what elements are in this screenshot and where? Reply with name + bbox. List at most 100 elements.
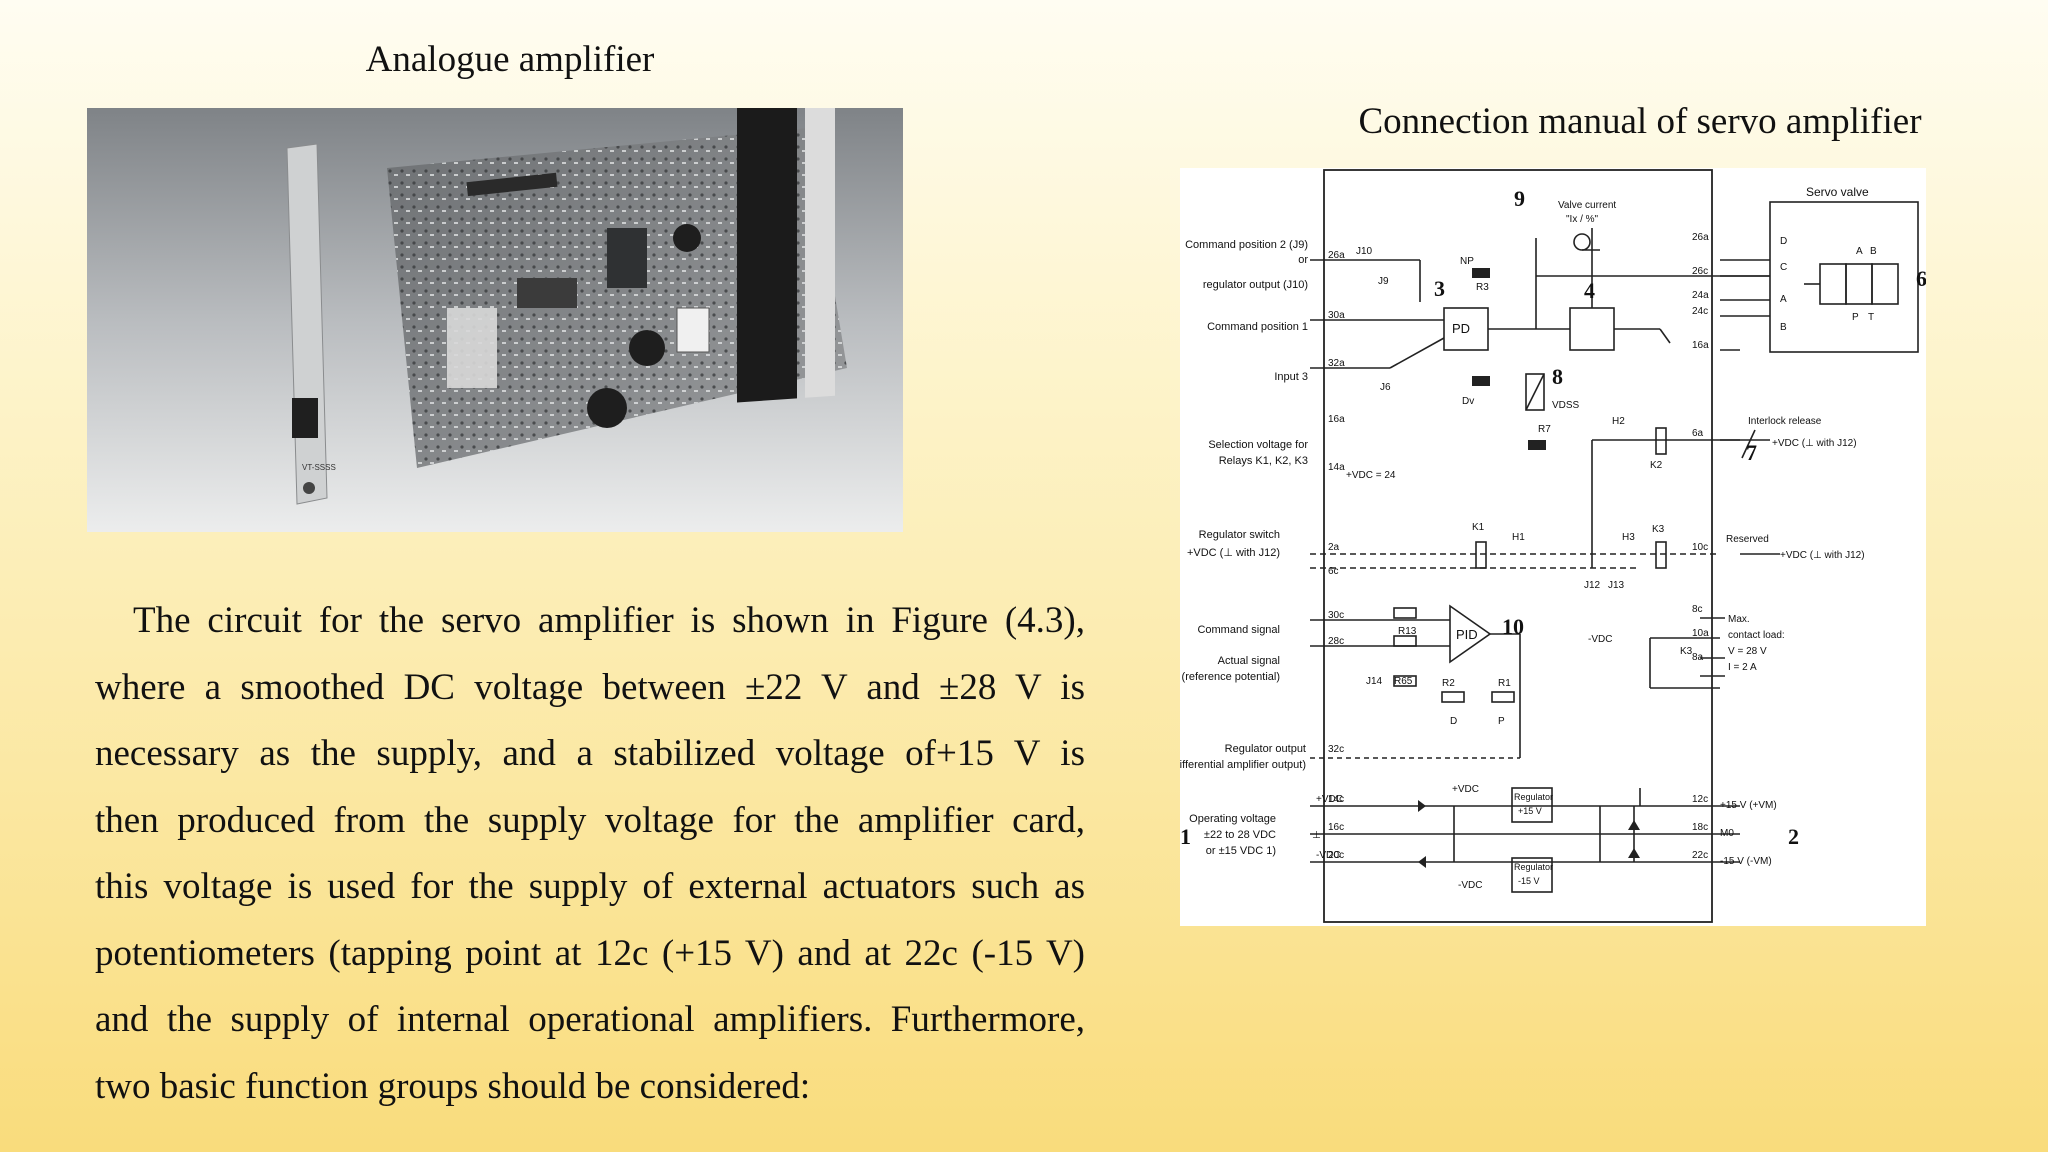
pin-24a: 24a	[1692, 290, 1709, 301]
connection-manual-title: Connection manual of servo amplifier	[1358, 101, 1922, 142]
callout-10: 10	[1502, 614, 1524, 639]
port-p: P	[1852, 312, 1859, 323]
label-j10: J10	[1356, 246, 1373, 257]
body-paragraph: The circuit for the servo amplifier is s…	[95, 588, 1085, 1120]
port-lb: B	[1780, 322, 1787, 333]
label-h3: H3	[1622, 532, 1635, 543]
pin-8a: 8a	[1692, 652, 1704, 663]
label-k3-contact: K3	[1680, 646, 1693, 657]
servo-amplifier-connection-diagram: Command position 2 (J9) or regulator out…	[1180, 168, 1926, 926]
label-p: P	[1498, 716, 1505, 727]
pin-16a-left: 16a	[1328, 414, 1345, 425]
paragraph-line: The circuit for the servo amplifier is s…	[133, 600, 1085, 641]
paragraph-line: and the supply of internal operational a…	[95, 999, 1085, 1040]
port-c: C	[1780, 262, 1787, 273]
analogue-amplifier-photo: VT-SSSS	[87, 108, 903, 532]
pin-10a: 10a	[1692, 628, 1709, 639]
paragraph-line: potentiometers (tapping point at 12c (+1…	[95, 932, 1085, 974]
label-dv: Dv	[1462, 396, 1474, 407]
callout-9: 9	[1514, 186, 1525, 211]
label-servo-valve: Servo valve	[1806, 185, 1869, 199]
label-opv-a: Operating voltage	[1189, 813, 1276, 825]
label-reserved: Reserved	[1726, 534, 1769, 545]
label-interlock-v: +VDC (⊥ with J12)	[1772, 438, 1857, 449]
label-plus-vdc-left: +VDC	[1316, 794, 1343, 805]
port-d: D	[1780, 236, 1787, 247]
front-panel-label: VT-SSSS	[302, 463, 336, 472]
label-max-d: I = 2 A	[1728, 662, 1757, 673]
label-reg-pos-a: Regulator	[1514, 792, 1553, 802]
callout-1: 1	[1180, 824, 1191, 849]
label-interlock: Interlock release	[1748, 416, 1822, 427]
callout-4: 4	[1584, 278, 1595, 303]
circuit-card-photo: VT-SSSS	[87, 108, 903, 532]
pin-10c: 10c	[1692, 542, 1708, 553]
label-reg-neg-a: Regulator	[1514, 862, 1553, 872]
pin-30a: 30a	[1328, 310, 1345, 321]
label-r7: R7	[1538, 424, 1551, 435]
pin-24c: 24c	[1692, 306, 1708, 317]
analogue-amplifier-title: Analogue amplifier	[365, 39, 655, 80]
label-r13: R13	[1398, 626, 1417, 637]
label-r65: R65	[1394, 676, 1413, 687]
label-minus-vdc: -VDC	[1588, 634, 1612, 645]
pin-16a-right: 16a	[1692, 340, 1709, 351]
pin-18c: 18c	[1692, 822, 1708, 833]
pin-20c: 20c	[1328, 850, 1344, 861]
label-cmd1: Command position 1	[1207, 321, 1308, 333]
pid-block-label: PID	[1456, 627, 1478, 642]
pin-12c: 12c	[1692, 794, 1708, 805]
pin-16c: 16c	[1328, 822, 1344, 833]
label-ground: ⊥	[1312, 830, 1321, 841]
label-reg-pos-b: +15 V	[1518, 806, 1542, 816]
label-j14: J14	[1366, 676, 1383, 687]
pin-30c: 30c	[1328, 610, 1344, 621]
label-minus-vdc-bottom: -VDC	[1458, 880, 1482, 891]
label-r1: R1	[1498, 678, 1511, 689]
pin-14a: 14a	[1328, 462, 1345, 473]
label-opv-c: or ±15 VDC 1)	[1206, 845, 1276, 857]
callout-8: 8	[1552, 364, 1563, 389]
label-out-p15: +15 V (+VM)	[1720, 800, 1777, 811]
label-reserved-v: +VDC (⊥ with J12)	[1780, 550, 1865, 561]
label-h2: H2	[1612, 416, 1625, 427]
label-vdss: VDSS	[1552, 400, 1580, 411]
label-actsig-b: (reference potential)	[1182, 671, 1280, 683]
label-valve-current-b: "Ix / %"	[1566, 214, 1599, 225]
label-cmd2-b: or	[1298, 254, 1308, 266]
callout-2: 2	[1788, 824, 1799, 849]
pd-block-label: PD	[1452, 321, 1470, 336]
label-cmd2-a: Command position 2 (J9)	[1185, 239, 1308, 251]
label-k1: K1	[1472, 522, 1485, 533]
pin-26c: 26c	[1692, 266, 1708, 277]
label-regsw-a: Regulator switch	[1199, 529, 1280, 541]
label-opv-b: ±22 to 28 VDC	[1204, 829, 1276, 841]
callout-7: 7	[1746, 440, 1757, 465]
pin-26a-right: 26a	[1692, 232, 1709, 243]
label-selv-a: Selection voltage for	[1208, 439, 1308, 451]
label-regout-b: (Differential amplifier output)	[1180, 759, 1306, 771]
label-r2: R2	[1442, 678, 1455, 689]
pin-2a: 2a	[1328, 542, 1340, 553]
label-out-m0: M0	[1720, 828, 1734, 839]
label-max-b: contact load:	[1728, 630, 1785, 641]
pin-6c: 6c	[1328, 566, 1339, 577]
pin-32c: 32c	[1328, 744, 1344, 755]
label-max-a: Max.	[1728, 614, 1750, 625]
label-j9: J9	[1378, 276, 1389, 287]
pin-22c: 22c	[1692, 850, 1708, 861]
label-k2: K2	[1650, 460, 1663, 471]
pin-32a: 32a	[1328, 358, 1345, 369]
label-vdc24: +VDC = 24	[1346, 470, 1396, 481]
pin-6a: 6a	[1692, 428, 1704, 439]
port-t: T	[1868, 312, 1874, 323]
label-r3: R3	[1476, 282, 1489, 293]
pin-26a-left: 26a	[1328, 250, 1345, 261]
label-cmd2-c: regulator output (J10)	[1203, 279, 1308, 291]
wiring-schematic: Command position 2 (J9) or regulator out…	[1180, 169, 1926, 923]
label-out-n15: -15 V (-VM)	[1720, 856, 1772, 867]
label-valve-current-a: Valve current	[1558, 200, 1616, 211]
label-k3: K3	[1652, 524, 1665, 535]
pin-8c: 8c	[1692, 604, 1703, 615]
